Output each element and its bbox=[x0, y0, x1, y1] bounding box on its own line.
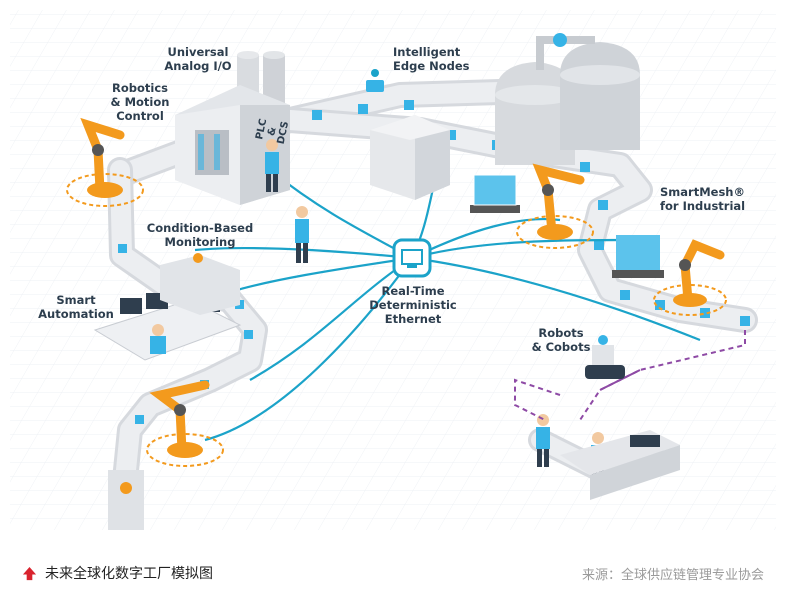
label-line: & Cobots bbox=[532, 340, 591, 354]
cobot-paths bbox=[514, 330, 746, 421]
label-line: DCS bbox=[276, 120, 292, 145]
worker-plc bbox=[265, 139, 279, 192]
edge-node-cabinet bbox=[370, 115, 450, 200]
label-smart-automation: Smart Automation bbox=[38, 293, 114, 321]
label-line: Ethernet bbox=[385, 312, 442, 326]
label-line: Robots bbox=[538, 326, 583, 340]
server-racks bbox=[160, 253, 240, 315]
label-line: SmartMesh® bbox=[660, 185, 745, 199]
label-robotics-motion-control: Robotics & Motion Control bbox=[111, 81, 170, 123]
label-line: for Industrial bbox=[660, 199, 745, 213]
label-line: Control bbox=[116, 109, 164, 123]
label-plc-dcs: PLC & DCS bbox=[254, 118, 292, 145]
robot-arm-right-lower bbox=[653, 239, 727, 316]
pallet-boxes-right bbox=[612, 235, 664, 278]
packing-station bbox=[560, 430, 680, 500]
ethernet-hub bbox=[392, 238, 432, 278]
factory-illustration: Universal Analog I/O Intelligent Edge No… bbox=[10, 10, 776, 530]
robot-arm-bottom-left bbox=[146, 380, 224, 467]
pallet-boxes-center bbox=[470, 174, 520, 213]
storage-silos bbox=[495, 33, 640, 165]
label-line: Universal bbox=[168, 45, 229, 59]
label-line: Automation bbox=[38, 307, 114, 321]
label-line: Condition-Based bbox=[147, 221, 253, 235]
worker-monitoring bbox=[295, 206, 309, 263]
robot-arm-left bbox=[66, 117, 144, 207]
label-line: Smart bbox=[56, 293, 96, 307]
label-line: & bbox=[266, 126, 279, 137]
conveyor-end bbox=[108, 470, 144, 530]
robot-arm-right-upper bbox=[516, 163, 594, 249]
brand-arrow-icon bbox=[22, 566, 37, 580]
figure-caption: 未来全球化数字工厂模拟图 bbox=[22, 563, 213, 583]
label-smartmesh: SmartMesh® for Industrial bbox=[660, 185, 745, 213]
label-line: Edge Nodes bbox=[393, 59, 470, 73]
caption-title: 未来全球化数字工厂模拟图 bbox=[45, 566, 213, 582]
label-line: Analog I/O bbox=[164, 59, 231, 73]
label-line: Real-Time bbox=[381, 284, 444, 298]
label-line: Monitoring bbox=[165, 235, 236, 249]
label-line: & Motion bbox=[111, 95, 170, 109]
label-line: PLC bbox=[254, 118, 269, 141]
caption-source: 来源：全球供应链管理专业协会 bbox=[581, 568, 764, 583]
label-condition-based-monitoring: Condition-Based Monitoring bbox=[147, 221, 253, 249]
label-line: Intelligent bbox=[393, 45, 461, 59]
edge-node-icon bbox=[366, 69, 384, 92]
label-line: Robotics bbox=[112, 81, 168, 95]
label-universal-analog-io: Universal Analog I/O bbox=[164, 45, 231, 73]
label-real-time-ethernet: Real-Time Deterministic Ethernet bbox=[369, 284, 457, 326]
label-line: Deterministic bbox=[369, 298, 457, 312]
label-robots-cobots: Robots & Cobots bbox=[532, 326, 591, 354]
label-intelligent-edge-nodes: Intelligent Edge Nodes bbox=[393, 45, 470, 73]
mobile-cobot bbox=[585, 335, 625, 379]
